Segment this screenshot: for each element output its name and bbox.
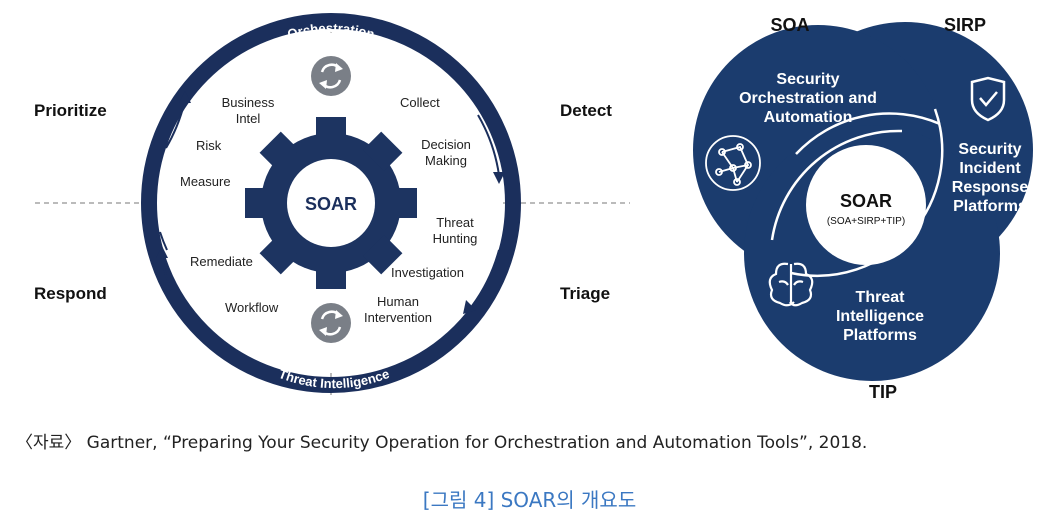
quadrant-triage: Triage <box>560 284 610 303</box>
gear-shape <box>245 117 417 289</box>
source-citation: 〈자료〉 Gartner, “Preparing Your Security O… <box>16 433 868 453</box>
center-soar-subtitle: (SOA+SIRP+TIP) <box>827 216 905 227</box>
item-investigation: Investigation <box>391 265 464 280</box>
sirp-text-line: Incident <box>959 160 1021 177</box>
item-human: Human <box>377 294 419 309</box>
tip-text-line: Threat <box>856 289 906 306</box>
brain-icon <box>768 262 814 307</box>
item-collect: Collect <box>400 95 440 110</box>
figure-caption: [그림 4] SOAR의 개요도 <box>422 488 637 512</box>
item-hunting: Hunting <box>433 231 478 246</box>
soa-text-line: Security <box>776 71 839 88</box>
center-label-soar: SOAR <box>305 194 357 214</box>
label-sirp: SIRP <box>944 15 986 35</box>
sync-icon <box>311 56 351 96</box>
item-remediate: Remediate <box>190 254 253 269</box>
sirp-text-line: Platforms <box>953 198 1027 215</box>
sirp-text-line: Security <box>958 141 1021 158</box>
soa-text-line: Automation <box>764 109 853 126</box>
label-soa: SOA <box>770 15 809 35</box>
item-workflow: Workflow <box>225 300 279 315</box>
sync-icon <box>311 303 351 343</box>
network-icon <box>705 135 761 191</box>
center-soar-title: SOAR <box>840 191 892 211</box>
label-tip: TIP <box>869 382 897 402</box>
soar-cycle-diagram: Orchestration Threat Intelligence SOAR <box>34 13 630 395</box>
soa-text-line: Orchestration and <box>739 90 877 107</box>
quadrant-detect: Detect <box>560 101 612 120</box>
item-threat: Threat <box>436 215 474 230</box>
tip-text-line: Platforms <box>843 327 917 344</box>
item-intervention: Intervention <box>364 310 432 325</box>
tip-text-line: Intelligence <box>836 308 924 325</box>
arc-label-orchestration: Orchestration <box>286 20 377 41</box>
shield-check-icon <box>970 76 1006 122</box>
soar-venn-diagram: SOA SIRP TIP Security Orchestration and … <box>693 15 1033 402</box>
svg-text:Orchestration: Orchestration <box>286 20 377 41</box>
item-decision: Decision <box>421 137 471 152</box>
outer-ring <box>141 13 521 393</box>
item-making: Making <box>425 153 467 168</box>
soar-center-circle <box>806 145 926 265</box>
sirp-text-line: Response <box>952 179 1029 196</box>
item-intel: Intel <box>236 111 261 126</box>
item-business: Business <box>222 95 275 110</box>
cycle-arrows <box>156 91 505 314</box>
quadrant-respond: Respond <box>34 284 107 303</box>
item-risk: Risk <box>196 138 222 153</box>
item-measure: Measure <box>180 174 231 189</box>
quadrant-prioritize: Prioritize <box>34 101 107 120</box>
